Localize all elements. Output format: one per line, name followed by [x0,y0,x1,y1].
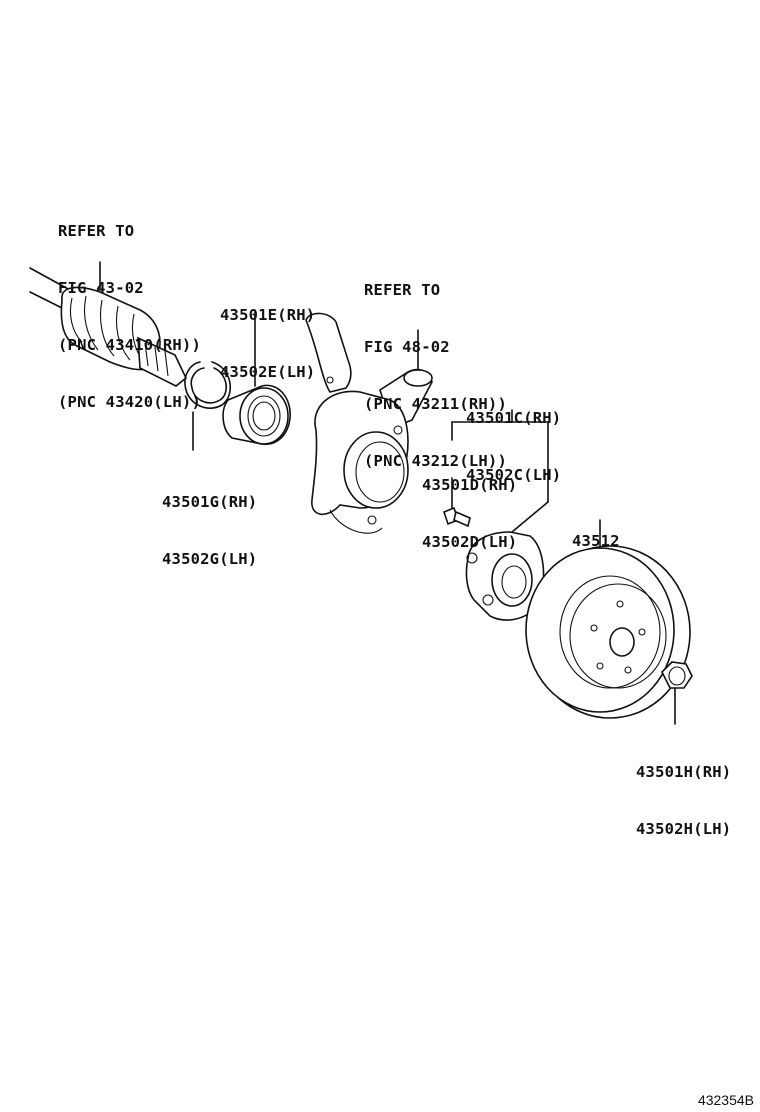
hub-part-label: 43501C(RH) 43502C(LH) [466,371,561,523]
label-line: 43512 [572,532,620,550]
label-line: REFER TO [364,281,441,299]
label-line: 43502H(LH) [636,820,732,838]
label-line: 43502D(LH) [422,533,518,551]
label-line: 43501E(RH) [220,306,316,324]
label-line: 43501H(RH) [636,763,732,781]
snap-ring-part-label: 43501G(RH) 43502G(LH) [162,455,257,607]
label-line: (PNC 43410(RH)) [58,336,201,354]
hub-nut-part-label: 43501H(RH) 43502H(LH) [636,725,731,877]
label-line: FIG 48-02 [364,338,450,356]
hub-bearing [222,309,291,445]
label-line: 43502E(LH) [220,363,316,381]
hub-bolt-part-label: 43501D(RH) 43502D(LH) [422,438,517,590]
label-line: (PNC 43212(LH)) [364,452,507,470]
disc-part-label: 43512 [572,494,620,589]
label-line: 43501C(RH) [466,409,562,427]
driveshaft-reference-label: REFER TO FIG 43-02 (PNC 43410(RH)) (PNC … [58,184,201,450]
label-line: 43501D(RH) [422,476,518,494]
label-line: (PNC 43420(LH)) [58,393,201,411]
label-line: FIG 43-02 [58,279,144,297]
figure-id: 432354B [697,1092,754,1108]
label-line: 43502C(LH) [466,466,562,484]
label-line: (PNC 43211(RH)) [364,395,507,413]
hub-nut [661,661,693,725]
steering-knuckle [305,312,433,534]
brake-disc [525,519,691,719]
bearing-part-label: 43501E(RH) 43502E(LH) [220,268,315,420]
label-line: 43501G(RH) [162,493,258,511]
hub-bolt [443,477,471,528]
snap-ring [184,361,231,451]
label-line: 43502G(LH) [162,550,258,568]
label-line: REFER TO [58,222,135,240]
knuckle-reference-label: REFER TO FIG 48-02 (PNC 43211(RH)) (PNC … [364,243,507,509]
drive-shaft [29,261,187,387]
